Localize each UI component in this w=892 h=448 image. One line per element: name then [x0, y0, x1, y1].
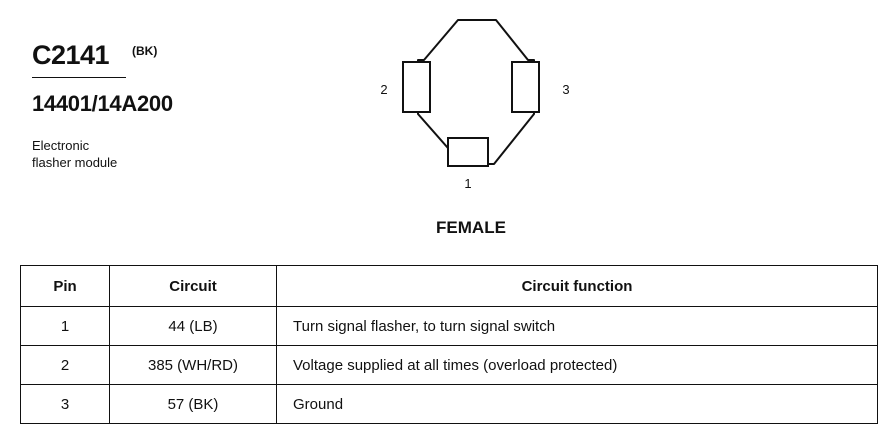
- cell-circuit: 57 (BK): [109, 384, 277, 424]
- pin-cavity-3: [511, 61, 540, 113]
- cell-circuit: 44 (LB): [109, 306, 277, 346]
- cell-pin: 1: [20, 306, 110, 346]
- pin-label-2: 2: [380, 82, 387, 97]
- header-circuit-function: Circuit function: [276, 265, 878, 307]
- description-line-1: Electronic: [32, 138, 90, 153]
- cell-pin: 3: [20, 384, 110, 424]
- pinout-table: Pin Circuit Circuit function 1 44 (LB) T…: [20, 265, 878, 424]
- cell-circuit: 385 (WH/RD): [109, 345, 277, 385]
- connector-id: C2141: [32, 40, 110, 70]
- table-row: 3 57 (BK) Ground: [20, 384, 878, 424]
- description-line-2: flasher module: [32, 155, 118, 170]
- cell-function: Voltage supplied at all times (overload …: [276, 345, 878, 385]
- pin-label-1: 1: [464, 176, 471, 191]
- cell-function: Ground: [276, 384, 878, 424]
- header-pin: Pin: [20, 265, 110, 307]
- header-circuit: Circuit: [109, 265, 277, 307]
- connector-description: Electronic flasher module: [32, 137, 117, 171]
- part-number: 14401/14A200: [32, 91, 173, 116]
- connector-color-code: (BK): [132, 44, 158, 58]
- connector-outline: [417, 19, 535, 165]
- connector-gender-label: FEMALE: [436, 218, 506, 237]
- cell-pin: 2: [20, 345, 110, 385]
- table-row: 1 44 (LB) Turn signal flasher, to turn s…: [20, 306, 878, 346]
- connector-face-diagram: 2 3 1: [380, 19, 570, 191]
- cell-function: Turn signal flasher, to turn signal swit…: [276, 306, 878, 346]
- pin-cavity-1: [447, 137, 489, 167]
- pin-cavity-2: [402, 61, 431, 113]
- title-underline: [32, 77, 126, 78]
- pin-label-3: 3: [562, 82, 569, 97]
- table-header-row: Pin Circuit Circuit function: [20, 265, 878, 307]
- table-row: 2 385 (WH/RD) Voltage supplied at all ti…: [20, 345, 878, 385]
